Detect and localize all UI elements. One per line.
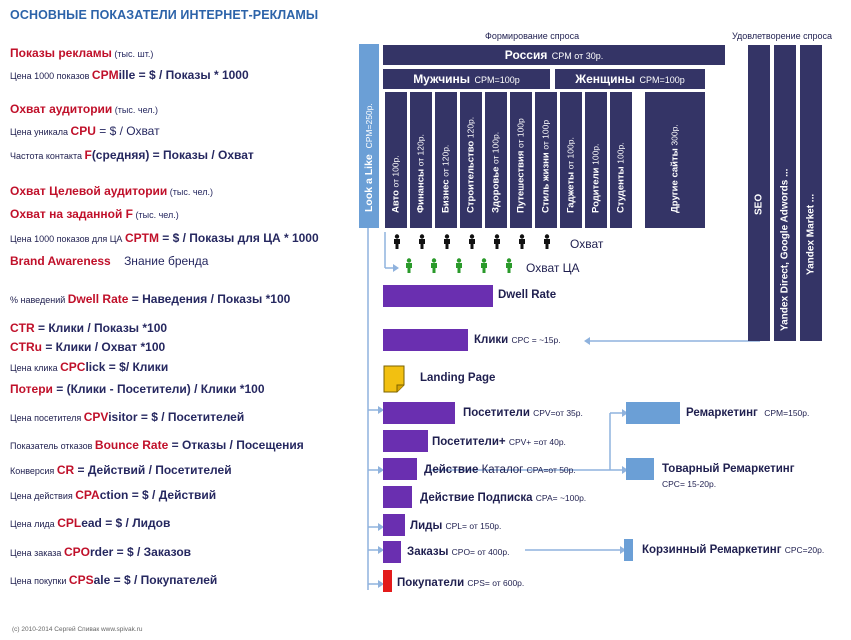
person-icon	[419, 234, 425, 249]
header-demand: Формирование спроса	[485, 31, 580, 41]
women-bar: Женщины CPM=100р	[555, 69, 705, 89]
action-subscribe-label: Действие Подписка CPA= ~100р.	[420, 492, 587, 504]
action-catalog-bar	[383, 458, 417, 480]
orders-bar	[383, 541, 401, 563]
metric-cpc: Цена клика CPClick = $/ Клики	[10, 360, 169, 374]
metric-cpv: Цена посетителя CPVisitor = $ / Посетите…	[10, 410, 245, 424]
leads-label: Лиды CPL= от 150р.	[410, 520, 502, 532]
person-icon	[506, 258, 512, 273]
person-icon	[431, 258, 437, 273]
reach-ta-people	[404, 258, 529, 279]
metric-reach-f: Охват на заданной F (тыс. чел.)	[10, 207, 179, 221]
visitors-bar	[383, 402, 455, 424]
person-icon	[444, 234, 450, 249]
metric-ctr: CTR = Клики / Показы *100	[10, 321, 168, 335]
metric-cpl: Цена лида CPLead = $ / Лидов	[10, 516, 171, 530]
product-remarketing-label: Товарный Ремаркетинг	[662, 463, 795, 475]
clicks-bar	[383, 329, 468, 351]
metric-cpo: Цена заказа CPOrder = $ / Заказов	[10, 545, 192, 559]
action-catalog-label: Действие Каталог CPA=от 50р.	[424, 464, 576, 476]
category-lifestyle: Стиль жизни от 100р	[535, 92, 557, 228]
category-parents: Родители 100р.	[585, 92, 607, 228]
buyers-bar	[383, 570, 392, 592]
metric-bounce-rate: Показатель отказов Bounce Rate = Отказы …	[10, 438, 304, 452]
product-remarketing-block	[626, 458, 654, 480]
russia-bar: Россия CPM от 30р.	[383, 45, 725, 65]
category-business: Бизнес от 120р.	[435, 92, 457, 228]
remarketing-block	[626, 402, 680, 424]
metric-cpm: Цена 1000 показов CPMille = $ / Показы *…	[10, 68, 249, 82]
metric-frequency: Частота контакта F(средняя) = Показы / О…	[10, 148, 254, 162]
metric-dwell-rate: % наведений Dwell Rate = Наведения / Пок…	[10, 292, 291, 306]
cart-remarketing-block	[624, 539, 633, 561]
category-auto: Авто от 100р.	[385, 92, 407, 228]
person-icon	[494, 234, 500, 249]
metric-cps: Цена покупки CPSale = $ / Покупателей	[10, 573, 218, 587]
category-other-sites: Другие сайты 300р.	[645, 92, 705, 228]
orders-label: Заказы CPO= от 400р.	[407, 546, 510, 558]
product-remarketing-price: CPC= 15-20р.	[662, 479, 717, 489]
visitors-plus-bar	[383, 430, 428, 452]
remarketing-label: Ремаркетинг CPM=150р.	[686, 407, 810, 419]
category-gadgets: Гаджеты от 100р.	[560, 92, 582, 228]
metric-reach: Охват аудитории (тыс. чел.)	[10, 102, 159, 116]
category-students: Студенты 100р.	[610, 92, 632, 228]
reach-people	[392, 234, 567, 255]
reach-ta-label: Охват ЦА	[526, 261, 580, 275]
category-finance: Финансы от 120р.	[410, 92, 432, 228]
metric-ctru: CTRu = Клики / Охват *100	[10, 340, 166, 354]
person-icon	[394, 234, 400, 249]
leads-bar	[383, 514, 405, 536]
person-icon	[544, 234, 550, 249]
header-satisfy: Удовлетворение спроса	[732, 31, 833, 41]
reach-label: Охват	[570, 237, 604, 251]
dwell-label: Dwell Rate	[498, 289, 557, 301]
clicks-label: Клики CPC = ~15р.	[474, 334, 561, 346]
metric-cpu: Цена уникала CPU = $ / Охват	[10, 124, 160, 138]
visitors-plus-label: Посетители+ CPV+ =от 40р.	[432, 436, 566, 448]
yandex-direct-column: Yandex Direct, Google Adwords ...	[774, 45, 796, 341]
metric-cptm: Цена 1000 показов для ЦА CPTM = $ / Пока…	[10, 231, 319, 245]
yandex-market-column: Yandex Market ...	[800, 45, 822, 341]
page-title: ОСНОВНЫЕ ПОКАЗАТЕЛИ ИНТЕРНЕТ-РЕКЛАМЫ	[10, 8, 319, 22]
seo-column: SEO	[748, 45, 770, 341]
person-icon	[456, 258, 462, 273]
metric-target-reach: Охват Целевой аудитории (тыс. чел.)	[10, 184, 214, 198]
men-bar: Мужчины CPM=100р	[383, 69, 550, 89]
person-icon	[519, 234, 525, 249]
metric-shows: Показы рекламы (тыс. шт.)	[10, 46, 154, 60]
category-travel: Путешествия от 100р	[510, 92, 532, 228]
category-construction: Строительство 120р.	[460, 92, 482, 228]
action-subscribe-bar	[383, 486, 412, 508]
cart-remarketing-label: Корзинный Ремаркетинг CPC=20р.	[642, 544, 825, 556]
metric-loss: Потери = (Клики - Посетители) / Клики *1…	[10, 382, 265, 396]
category-health: Здоровье от 100р.	[485, 92, 507, 228]
buyers-label: Покупатели CPS= от 600р.	[397, 577, 525, 589]
metric-cr: Конверсия CR = Действий / Посетителей	[10, 463, 232, 477]
landing-page-icon	[383, 365, 405, 393]
metric-cpa: Цена действия CPAction = $ / Действий	[10, 488, 217, 502]
copyright: (с) 2010-2014 Сергей Спивак www.spivak.r…	[12, 626, 143, 633]
person-icon	[469, 234, 475, 249]
lookalike-block: Look a Like CPM=250р.	[359, 44, 379, 228]
person-icon	[406, 258, 412, 273]
landing-label: Landing Page	[420, 372, 496, 384]
person-icon	[481, 258, 487, 273]
metric-brand-awareness: Brand Awareness Знание бренда	[10, 254, 209, 268]
dwell-bar	[383, 285, 493, 307]
visitors-label: Посетители CPV=от 35р.	[463, 407, 583, 419]
